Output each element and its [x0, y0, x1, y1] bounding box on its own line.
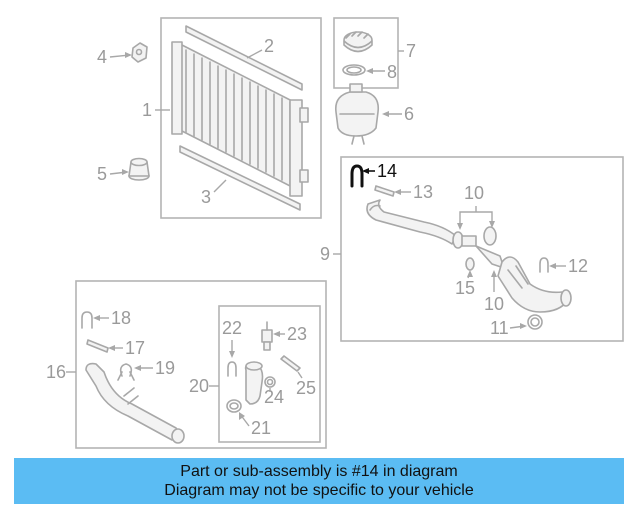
callout-8[interactable]: 8 — [387, 62, 397, 82]
callout-13[interactable]: 13 — [413, 182, 433, 202]
callout-11[interactable]: 11 — [490, 318, 509, 338]
hose-connector-part-b[interactable] — [475, 226, 505, 269]
banner-line-2: Diagram may not be specific to your vehi… — [164, 482, 474, 499]
retaining-clip-part[interactable] — [117, 363, 135, 381]
callout-17[interactable]: 17 — [125, 338, 145, 358]
callout-25[interactable]: 25 — [296, 378, 316, 398]
bleeder-hose-part[interactable] — [374, 185, 395, 197]
callout-16[interactable]: 16 — [46, 362, 66, 382]
coolant-pipe-hose-part[interactable] — [85, 362, 185, 444]
thermostat-group-box — [218, 305, 321, 443]
rubber-mount-part[interactable] — [128, 157, 150, 181]
cap-group-box — [333, 17, 399, 89]
upper-radiator-hose-part[interactable] — [366, 199, 457, 245]
callout-20[interactable]: 20 — [189, 376, 209, 396]
radiator-group-box — [160, 17, 322, 219]
callout-9[interactable]: 9 — [320, 244, 330, 264]
expansion-tank-part[interactable] — [334, 83, 380, 145]
callout-5[interactable]: 5 — [97, 164, 107, 184]
radiator-part[interactable] — [171, 41, 309, 197]
callout-3[interactable]: 3 — [201, 187, 211, 207]
callout-7[interactable]: 7 — [406, 41, 416, 61]
hose-clamp-part-12[interactable] — [539, 257, 549, 273]
coolant-pipe-group-box — [75, 280, 327, 449]
temperature-sensor-part[interactable] — [261, 321, 273, 351]
callout-23[interactable]: 23 — [287, 324, 307, 344]
hose-group-box — [340, 156, 624, 342]
hose-strip-part[interactable] — [86, 339, 109, 353]
callout-22[interactable]: 22 — [222, 318, 242, 338]
callout-24[interactable]: 24 — [264, 387, 284, 407]
reservoir-cap-part[interactable] — [343, 31, 373, 53]
callout-12[interactable]: 12 — [568, 256, 588, 276]
radiator-upper-strip-part[interactable] — [185, 25, 303, 91]
info-banner: Part or sub-assembly is #14 in diagram D… — [14, 458, 624, 504]
callout-18[interactable]: 18 — [111, 308, 131, 328]
callout-21[interactable]: 21 — [251, 418, 271, 438]
callout-10-bottom[interactable]: 10 — [484, 294, 504, 314]
hose-clamp-part-18[interactable] — [81, 311, 93, 329]
hose-clamp-part-14[interactable] — [350, 164, 364, 188]
bleeder-hose-part-25[interactable] — [280, 355, 301, 372]
radiator-lower-strip-part[interactable] — [179, 145, 301, 211]
callout-2[interactable]: 2 — [264, 36, 274, 56]
banner-line-1: Part or sub-assembly is #14 in diagram — [180, 463, 458, 480]
hose-clip-part[interactable] — [465, 257, 475, 271]
cap-seal-part[interactable] — [342, 64, 366, 76]
o-ring-part-21[interactable] — [226, 399, 242, 413]
mount-bracket-part[interactable] — [131, 42, 148, 63]
callout-4[interactable]: 4 — [97, 47, 107, 67]
gasket-part[interactable] — [264, 376, 276, 388]
thermostat-housing-part[interactable] — [244, 361, 264, 405]
hose-clamp-part-22[interactable] — [227, 361, 237, 377]
callout-14[interactable]: 14 — [377, 161, 397, 181]
callout-19[interactable]: 19 — [155, 358, 175, 378]
callout-1[interactable]: 1 — [142, 100, 152, 120]
o-ring-part[interactable] — [527, 314, 543, 330]
hose-connector-part-a[interactable] — [452, 231, 477, 249]
callout-10-top[interactable]: 10 — [464, 183, 484, 203]
callout-15[interactable]: 15 — [455, 278, 475, 298]
lower-radiator-hose-part[interactable] — [497, 256, 572, 313]
callout-6[interactable]: 6 — [404, 104, 414, 124]
